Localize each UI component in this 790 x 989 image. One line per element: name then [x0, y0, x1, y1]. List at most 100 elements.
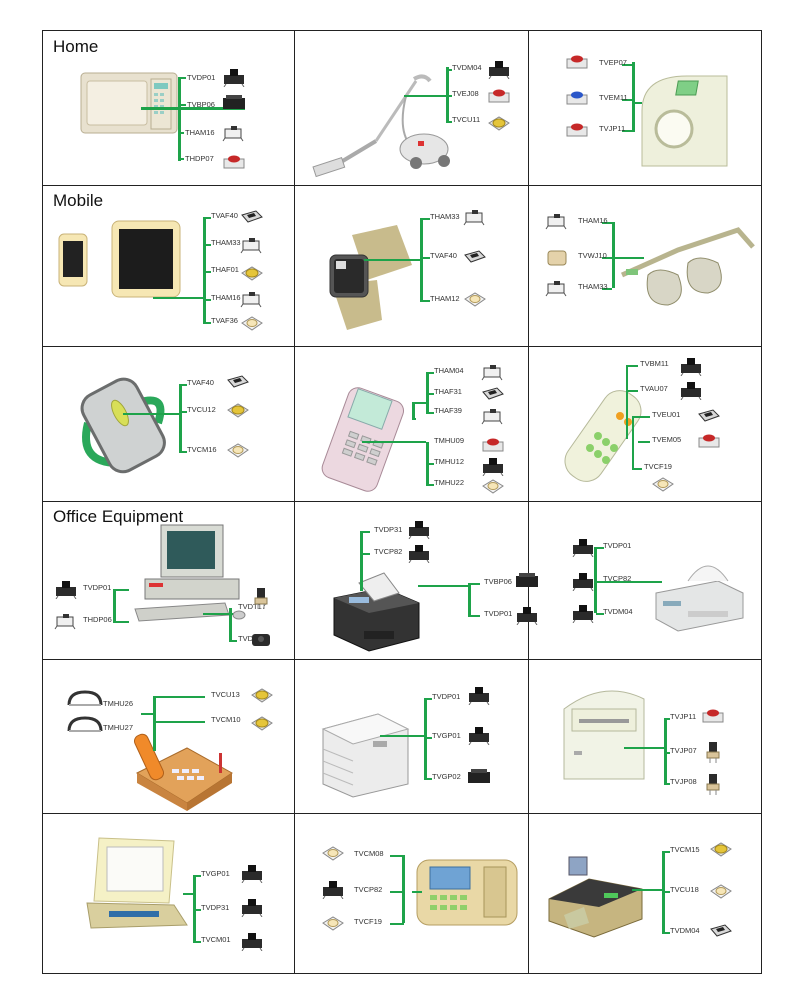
tact-switch-tall-icon — [221, 67, 247, 92]
connector-line — [364, 259, 420, 261]
smd-switch-side-icon — [239, 289, 265, 314]
connector-line — [360, 561, 363, 591]
smd-switch-white-icon — [239, 313, 265, 340]
part-code-label: THAM33 — [430, 212, 460, 221]
connector-line — [203, 613, 233, 615]
smd-switch-white-icon — [462, 289, 488, 316]
connector-line — [203, 271, 211, 273]
connector-line — [594, 581, 654, 583]
smd-switch-side-icon — [462, 207, 488, 232]
row-divider — [43, 346, 761, 347]
tact-switch-red-icon — [700, 705, 726, 730]
smd-switch-white-icon — [480, 476, 506, 503]
part-code-label: TVGP01 — [201, 869, 230, 878]
connector-line — [193, 875, 196, 941]
connector-line — [446, 95, 452, 97]
part-code-label: TVDP01 — [83, 583, 112, 592]
tact-switch-tall-icon — [570, 571, 596, 596]
smd-switch-yellow-icon — [249, 713, 275, 740]
paper-shredder-illustration — [554, 679, 654, 794]
part-code-label: TVDP31 — [201, 903, 230, 912]
part-code-label: TVCF19 — [644, 462, 672, 471]
part-code-label: TVJP11 — [670, 712, 697, 721]
connector-line — [424, 778, 432, 780]
connector-line — [203, 244, 211, 246]
laptop-illustration — [79, 833, 189, 943]
tact-switch-wide-icon — [514, 571, 540, 596]
connector-line — [664, 783, 670, 785]
section-title: Office Equipment — [53, 507, 184, 526]
column-divider — [528, 31, 529, 973]
smd-switch-white-icon — [320, 843, 346, 870]
connector-line — [229, 608, 232, 640]
smd-switch-ring-icon — [65, 715, 105, 742]
connector-line — [178, 104, 186, 106]
part-code-label: TVCU11 — [452, 115, 481, 124]
feature-phone-illustration — [314, 382, 424, 497]
connector-line — [424, 737, 432, 739]
part-code-label: TVDM04 — [670, 926, 700, 935]
connector-line — [468, 583, 471, 615]
smartwatch-illustration — [322, 225, 422, 340]
connector-line — [602, 257, 612, 259]
smd-switch-white-icon — [708, 881, 734, 908]
part-code-label: TVDP01 — [603, 541, 632, 550]
part-code-label: THAM33 — [578, 282, 608, 291]
connector-line — [594, 547, 597, 613]
part-code-label: TVCU18 — [670, 885, 699, 894]
part-code-label: TVDM04 — [603, 607, 633, 616]
connector-line — [153, 696, 156, 722]
connector-line — [179, 411, 187, 413]
part-code-label: TVCP82 — [603, 574, 632, 583]
smd-switch-beige-icon — [544, 247, 570, 274]
tact-switch-tall-icon — [570, 537, 596, 562]
part-code-label: THAM16 — [578, 216, 608, 225]
part-code-label: TVGP01 — [432, 731, 461, 740]
connector-line — [446, 69, 452, 71]
smd-switch-yellow-icon — [708, 839, 734, 866]
smd-switch-yellow-icon — [239, 263, 265, 290]
connector-line — [638, 441, 650, 443]
part-code-label: TVDM04 — [452, 63, 482, 72]
section-title: Home — [53, 37, 99, 56]
connector-line — [426, 393, 434, 395]
connector-line — [420, 300, 430, 302]
connector-line — [412, 402, 426, 404]
card-terminal-illustration — [412, 855, 522, 935]
part-code-label: TVDP01 — [187, 73, 216, 82]
tact-switch-tall-icon — [466, 725, 492, 750]
part-code-label: TVEM11 — [599, 93, 628, 102]
connector-line — [203, 217, 211, 219]
connector-line — [662, 891, 670, 893]
connector-line — [664, 718, 667, 783]
smd-switch-ring-icon — [65, 689, 105, 716]
part-code-label: THAM04 — [434, 366, 464, 375]
tact-switch-wide-icon — [221, 93, 247, 118]
part-code-label: TMHU12 — [434, 457, 465, 466]
connector-line — [420, 218, 430, 220]
tact-switch-tall-icon — [406, 519, 432, 544]
part-code-label: TVDP01 — [432, 692, 461, 701]
connector-line — [446, 121, 452, 123]
connector-line — [652, 581, 662, 583]
smd-switch-side-icon — [480, 406, 506, 431]
connector-line — [178, 158, 184, 160]
part-code-label: THAF39 — [434, 406, 462, 415]
tact-switch-pin-icon — [248, 587, 274, 614]
tact-switch-tall-icon — [486, 59, 512, 84]
part-code-label: TMHU22 — [434, 478, 465, 487]
connector-line — [141, 107, 245, 110]
connector-line — [626, 365, 638, 367]
connector-line — [193, 941, 201, 943]
connector-line — [420, 218, 423, 300]
part-code-label: TVAF36 — [211, 316, 238, 325]
connector-line — [141, 713, 155, 715]
connector-line — [622, 130, 634, 132]
part-code-label: TMHU26 — [103, 699, 134, 708]
